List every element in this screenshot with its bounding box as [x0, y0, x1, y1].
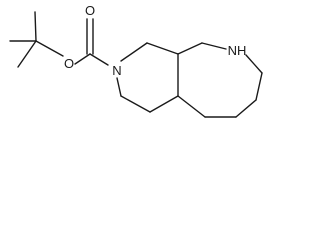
bond-c1-c8a	[146, 42, 179, 55]
carbonyl-oxygen-label: O	[85, 3, 95, 18]
bond-c8a-c9	[177, 42, 203, 55]
bond-carbonyl-n	[89, 53, 109, 66]
bond-c7-c6	[255, 72, 263, 101]
bond-c6-c5	[235, 99, 257, 118]
ester-oxygen-label: O	[64, 56, 74, 71]
bond-ester-o-carbonyl	[74, 53, 91, 65]
bond-tbu-methyl-bottom	[17, 40, 37, 68]
bond-tbu-methyl-top	[34, 11, 37, 42]
bond-c4a-c4	[149, 95, 179, 113]
molecule-structure: O O N NH	[9, 3, 263, 118]
bond-c3-n	[116, 77, 122, 97]
bond-n-c1	[120, 42, 148, 62]
amine-nh-label: NH	[228, 43, 247, 58]
bond-c4b-c4a	[177, 95, 206, 118]
bond-tbu-ester-o	[35, 40, 64, 57]
bond-c9-nh	[201, 42, 227, 50]
ring-nitrogen-label: N	[112, 63, 121, 78]
bond-nh-c7	[245, 54, 263, 74]
bond-c4-c3	[120, 95, 151, 113]
